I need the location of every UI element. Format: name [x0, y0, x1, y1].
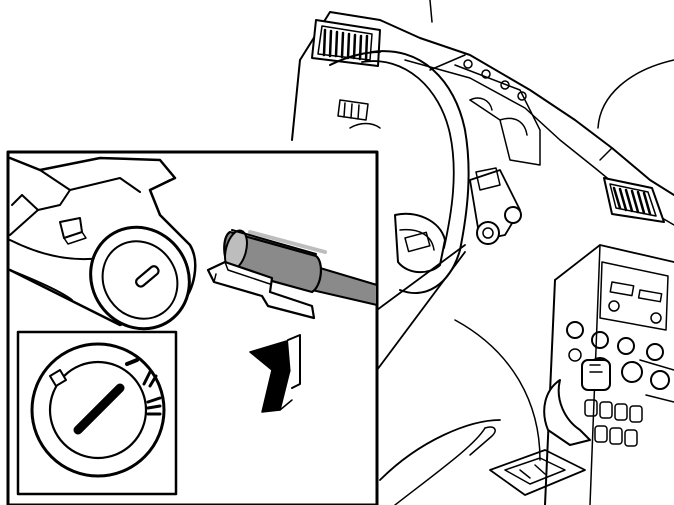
gear-shifter — [489, 359, 611, 496]
shift-gate — [489, 449, 586, 496]
connector-plug — [206, 229, 378, 320]
steering-hub — [394, 212, 446, 274]
position-marker-0 — [49, 369, 67, 387]
arrow-up-icon — [249, 334, 301, 413]
position-marker-1 — [125, 358, 139, 366]
position-marker-2a — [142, 370, 152, 386]
key-position-inset — [16, 330, 178, 496]
keyhole — [135, 265, 160, 288]
ignition-lock-detail-inset — [6, 150, 379, 505]
dashboard-lower-edge — [291, 59, 301, 141]
dashboard-top-edge — [299, 11, 674, 196]
position-marker-3a — [146, 396, 162, 404]
lock-cylinder — [89, 225, 191, 331]
callout-leader-line — [376, 244, 466, 311]
dashboard-background — [291, 0, 674, 505]
console-side-edge — [379, 419, 501, 481]
windshield-edge — [429, 0, 433, 23]
key-slot-indicator — [73, 383, 125, 435]
steering-wheel-rim — [371, 50, 470, 295]
plug-latch — [206, 260, 316, 320]
radio-panel — [599, 261, 669, 331]
console-knob — [566, 321, 584, 339]
steering-wheel — [329, 50, 541, 295]
right-air-vent — [603, 177, 665, 223]
